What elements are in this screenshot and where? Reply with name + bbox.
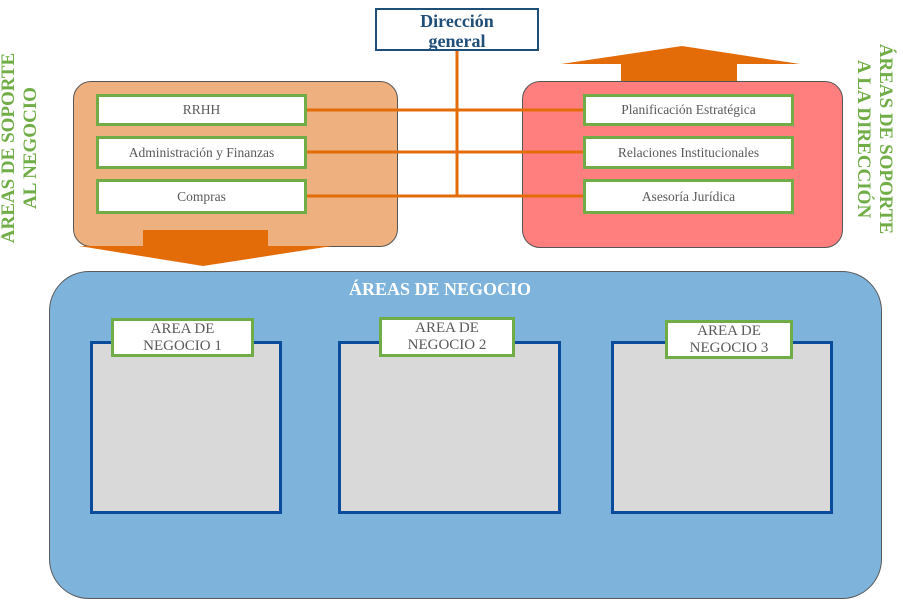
support-business-label-line1: ÁREAS DE SOPORTE [0, 52, 19, 244]
business-unit-1 [90, 341, 282, 514]
general-direction-box: Dirección general [375, 8, 539, 51]
business-unit-3-label-line1: AREA DE [697, 322, 761, 339]
business-unit-2-label-line2: NEGOCIO 2 [407, 337, 487, 353]
business-unit-1-label-line2: NEGOCIO 1 [143, 337, 222, 354]
item-asesoria-juridica: Asesoría Jurídica [583, 179, 794, 214]
item-administracion-finanzas: Administración y Finanzas [96, 136, 307, 169]
item-rrhh-label: RRHH [182, 102, 221, 117]
down-arrow [79, 230, 332, 266]
item-compras-label: Compras [177, 188, 226, 204]
business-unit-3 [611, 341, 833, 514]
business-unit-2 [338, 341, 561, 514]
business-areas-title: ÁREAS DE NEGOCIO [348, 279, 532, 299]
general-direction-line2: general [428, 31, 486, 51]
item-relaciones-institucionales: Relaciones Institucionales [583, 136, 794, 169]
support-business-label: ÁREAS DE SOPORTE AL NEGOCIO [0, 48, 42, 248]
business-unit-2-label-line1: AREA DE [415, 320, 479, 336]
general-direction-line1: Dirección [420, 11, 494, 31]
item-rrhh: RRHH [96, 94, 307, 126]
item-asesoria-juridica-label: Asesoría Jurídica [641, 188, 736, 204]
item-administracion-finanzas-label: Administración y Finanzas [128, 144, 275, 160]
business-unit-3-label-line2: NEGOCIO 3 [689, 339, 769, 356]
support-business-label-line2: AL NEGOCIO [20, 87, 41, 209]
support-direction-label-line2: A LA DIRECCIÓN [853, 59, 874, 219]
item-compras: Compras [96, 179, 307, 214]
business-unit-1-label-line1: AREA DE [150, 320, 215, 337]
item-relaciones-institucionales-label: Relaciones Institucionales [617, 144, 760, 160]
item-planificacion-estrategica: Planificación Estratégica [583, 94, 794, 126]
support-direction-label-line1: ÁREAS DE SOPORTE [875, 43, 896, 235]
support-direction-label: ÁREAS DE SOPORTE A LA DIRECCIÓN [852, 39, 896, 239]
up-arrow [561, 46, 800, 81]
item-planificacion-estrategica-label: Planificación Estratégica [621, 102, 756, 117]
